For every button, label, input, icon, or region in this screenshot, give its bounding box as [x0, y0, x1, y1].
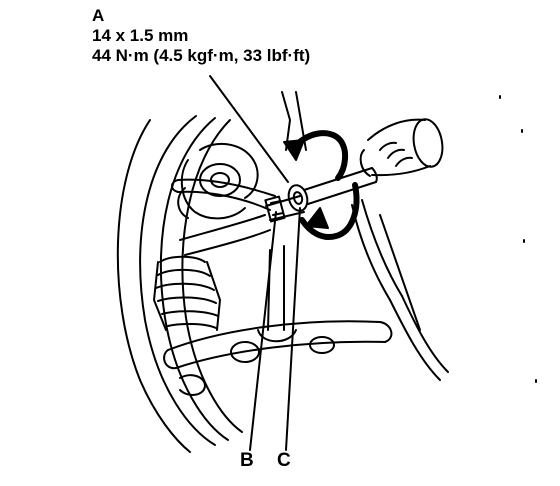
wheel [116, 115, 243, 453]
callout-a-torque: 44 N·m (4.5 kgf·m, 33 lbf·ft) [92, 46, 311, 65]
rotation-arrow-upper [283, 130, 348, 181]
leader-a [209, 75, 289, 183]
steering-rack [359, 118, 444, 177]
lower-arm [163, 320, 393, 396]
frame [281, 91, 537, 383]
adjuster [287, 184, 309, 212]
leader-b [249, 211, 277, 451]
callout-a-letter: A [92, 6, 105, 25]
callout-a-size: 14 x 1.5 mm [92, 26, 189, 45]
leader-c [285, 207, 301, 451]
label-b: B [240, 450, 254, 471]
rotation-arrow-lower [299, 182, 360, 240]
callout-a: A 14 x 1.5 mm 44 N·m (4.5 kgf·m, 33 lbf·… [92, 6, 310, 66]
cv-boot [153, 255, 221, 331]
label-c: C [277, 450, 291, 471]
locknut [264, 195, 286, 223]
